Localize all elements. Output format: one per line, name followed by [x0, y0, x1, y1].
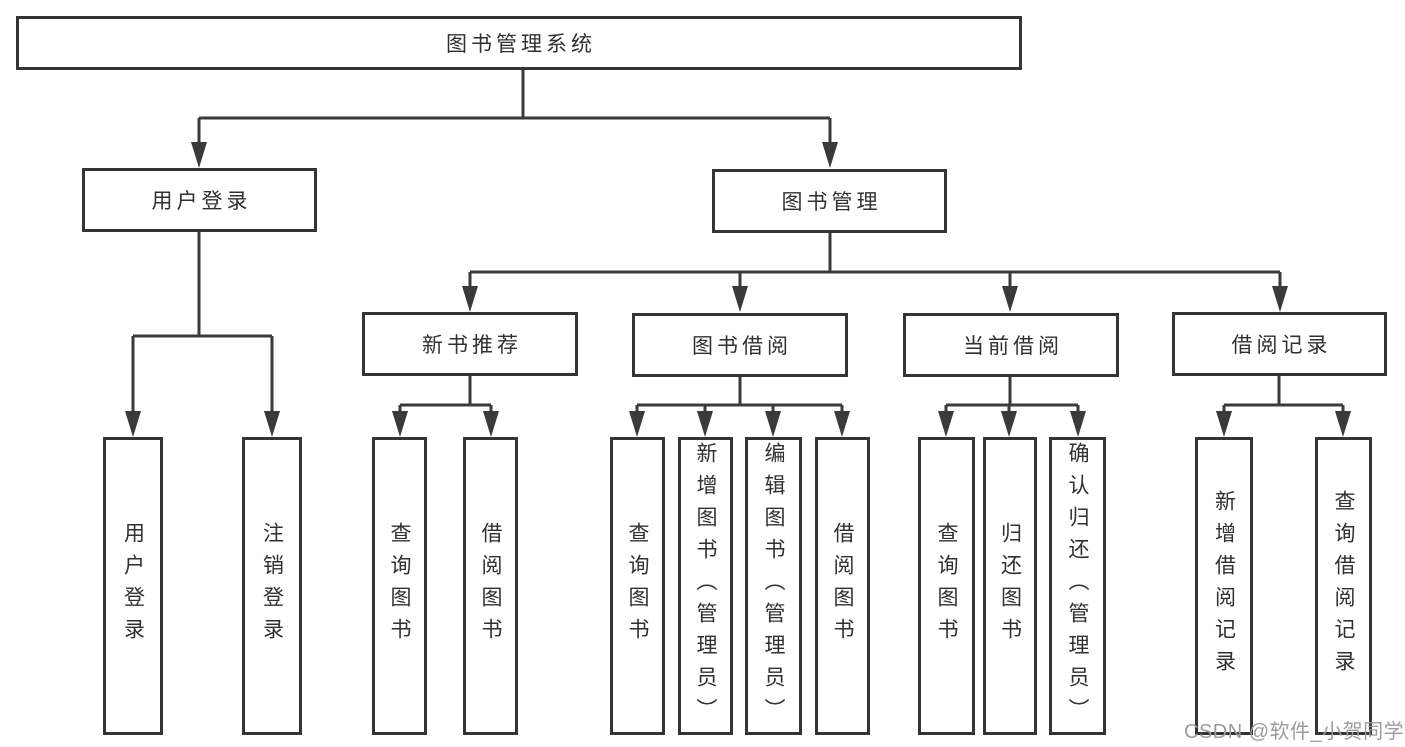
node-user-login: 用户登录	[82, 168, 317, 232]
arrowheads	[125, 142, 1351, 437]
connector-records-split	[1222, 376, 1345, 413]
node-label: 图书借阅	[692, 335, 792, 358]
leaf-confirm-return-admin: 确认归还（管理员）	[1049, 437, 1106, 735]
node-label: 用户登录	[151, 190, 252, 213]
leaf-label: 查询图书	[935, 522, 958, 650]
csdn-watermark: CSDN @软件_小贺同学	[1184, 721, 1405, 743]
leaf-label: 查询图书	[388, 522, 411, 650]
leaf-borrow-books: 借阅图书	[815, 437, 870, 735]
node-label: 借阅记录	[1231, 334, 1332, 357]
node-root-library-system: 图书管理系统	[16, 16, 1022, 70]
connector-user-login-split	[131, 232, 274, 413]
node-label: 图书管理系统	[446, 33, 596, 56]
node-new-book-recommend: 新书推荐	[362, 312, 578, 376]
node-label: 新书推荐	[422, 334, 522, 357]
leaf-label: 新增图书（管理员）	[694, 442, 717, 730]
connector-book-mgmt-split	[468, 233, 1282, 290]
leaf-label: 注销登录	[260, 522, 284, 650]
leaf-label: 编辑图书（管理员）	[762, 442, 785, 730]
leaf-user-login: 用户登录	[103, 437, 163, 735]
leaf-label: 借阅图书	[831, 522, 854, 650]
leaf-borrow-books-recommend: 借阅图书	[463, 437, 518, 735]
node-current-borrow: 当前借阅	[903, 313, 1119, 377]
leaf-edit-book-admin: 编辑图书（管理员）	[745, 437, 802, 735]
leaf-query-books-borrow: 查询图书	[610, 437, 665, 735]
leaf-add-book-admin: 新增图书（管理员）	[678, 437, 733, 735]
leaf-add-borrow-record: 新增借阅记录	[1195, 437, 1253, 735]
leaf-label: 借阅图书	[479, 522, 502, 650]
leaf-label: 用户登录	[121, 522, 145, 650]
leaf-logout: 注销登录	[242, 437, 302, 735]
leaf-query-borrow-record: 查询借阅记录	[1315, 437, 1372, 735]
leaf-label: 新增借阅记录	[1212, 490, 1236, 682]
connector-book-borrow-split	[635, 377, 844, 413]
node-label: 当前借阅	[963, 335, 1063, 358]
leaf-label: 查询图书	[626, 522, 649, 650]
leaf-label: 查询借阅记录	[1332, 490, 1355, 682]
node-book-management: 图书管理	[712, 169, 947, 233]
node-label: 图书管理	[781, 191, 882, 214]
connector-current-borrow-split	[944, 377, 1080, 413]
leaf-label: 确认归还（管理员）	[1066, 442, 1089, 730]
leaf-return-book: 归还图书	[983, 437, 1037, 735]
leaf-query-books-recommend: 查询图书	[372, 437, 427, 735]
leaf-label: 归还图书	[998, 522, 1022, 650]
connector-root-split	[197, 70, 832, 146]
node-book-borrow: 图书借阅	[632, 313, 848, 377]
node-borrow-records: 借阅记录	[1172, 312, 1387, 376]
connector-new-book-split	[398, 376, 493, 413]
leaf-query-books-current: 查询图书	[918, 437, 975, 735]
